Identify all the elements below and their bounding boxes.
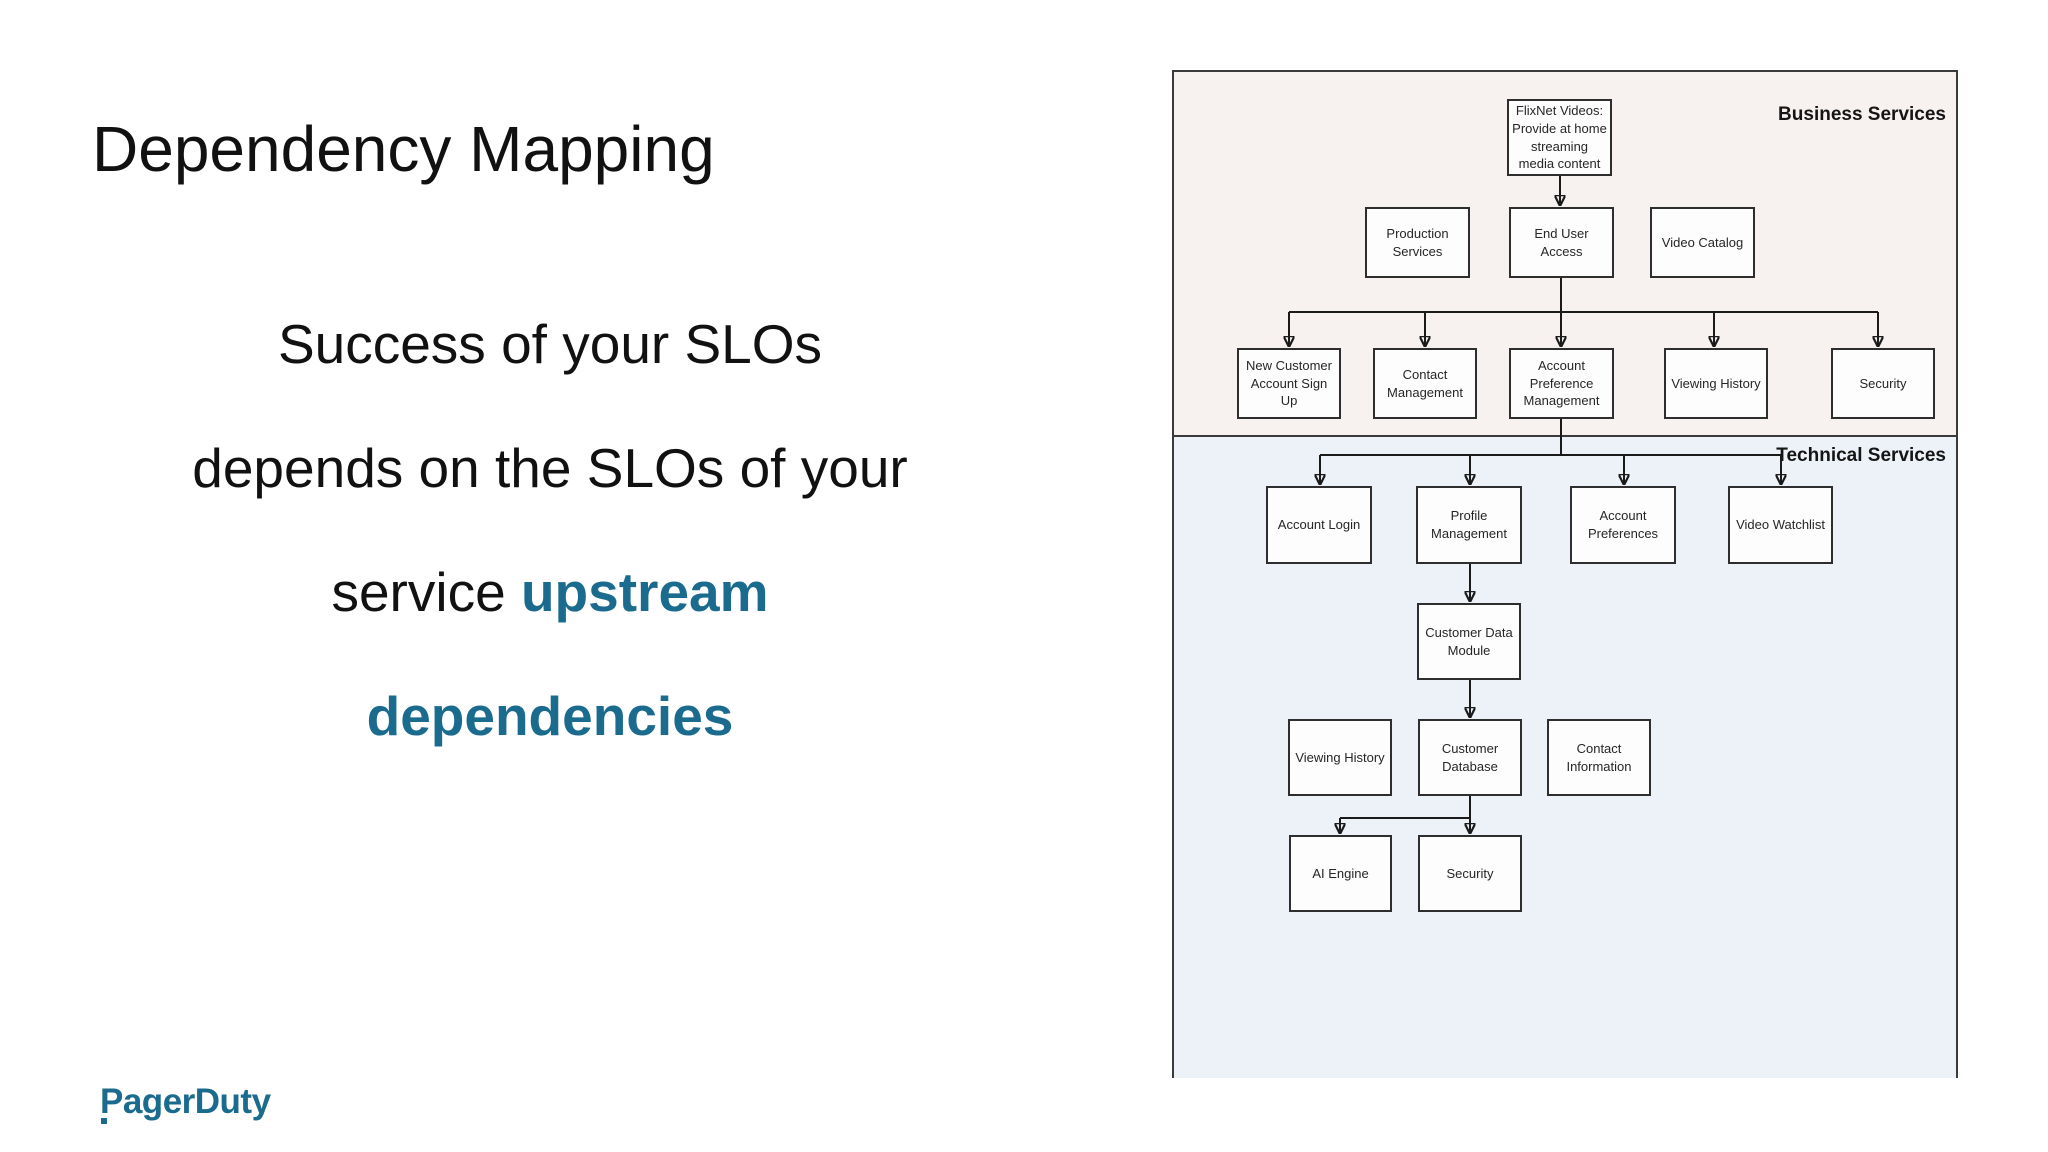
node-viewing-history-technical: Viewing History — [1288, 719, 1392, 796]
business-services-label: Business Services — [1778, 104, 1946, 125]
node-security-business: Security — [1831, 348, 1935, 419]
node-contact-management: Contact Management — [1373, 348, 1477, 419]
pagerduty-logo-text: PagerDuty — [100, 1082, 271, 1121]
body-line-1: Success of your SLOs — [277, 313, 823, 375]
body-line-2: depends on the SLOs of your — [192, 437, 908, 499]
node-account-login: Account Login — [1266, 486, 1372, 564]
node-new-customer-account-sign-up: New Customer Account Sign Up — [1237, 348, 1341, 419]
body-line-4-accent: dependencies — [366, 685, 734, 747]
node-contact-information: Contact Information — [1547, 719, 1651, 796]
technical-services-label: Technical Services — [1776, 445, 1946, 466]
node-security-technical: Security — [1418, 835, 1522, 912]
node-production-services: Production Services — [1365, 207, 1470, 278]
node-account-preference-management: Account Preference Management — [1509, 348, 1614, 419]
body-line-3: service upstream — [100, 530, 1000, 654]
node-customer-data-module: Customer Data Module — [1417, 603, 1521, 680]
node-customer-database: Customer Database — [1418, 719, 1522, 796]
node-video-catalog: Video Catalog — [1650, 207, 1755, 278]
node-account-preferences: Account Preferences — [1570, 486, 1676, 564]
body-line-3-accent: upstream — [520, 561, 769, 623]
node-video-watchlist: Video Watchlist — [1728, 486, 1833, 564]
pagerduty-logo: PagerDuty — [100, 1082, 271, 1124]
slide-body: Success of your SLOs depends on the SLOs… — [100, 282, 1000, 778]
node-ai-engine: AI Engine — [1289, 835, 1392, 912]
dependency-diagram: Business Services Technical Services — [1172, 70, 1958, 1078]
body-line-4: dependencies — [100, 654, 1000, 778]
node-profile-management: Profile Management — [1416, 486, 1522, 564]
slide-title: Dependency Mapping — [92, 113, 715, 185]
node-flixnet-videos: FlixNet Videos: Provide at home streamin… — [1507, 99, 1612, 176]
node-viewing-history-business: Viewing History — [1664, 348, 1768, 419]
pagerduty-logo-dot-icon — [101, 1118, 107, 1124]
body-line-3-normal: service — [331, 561, 506, 623]
node-end-user-access: End User Access — [1509, 207, 1614, 278]
